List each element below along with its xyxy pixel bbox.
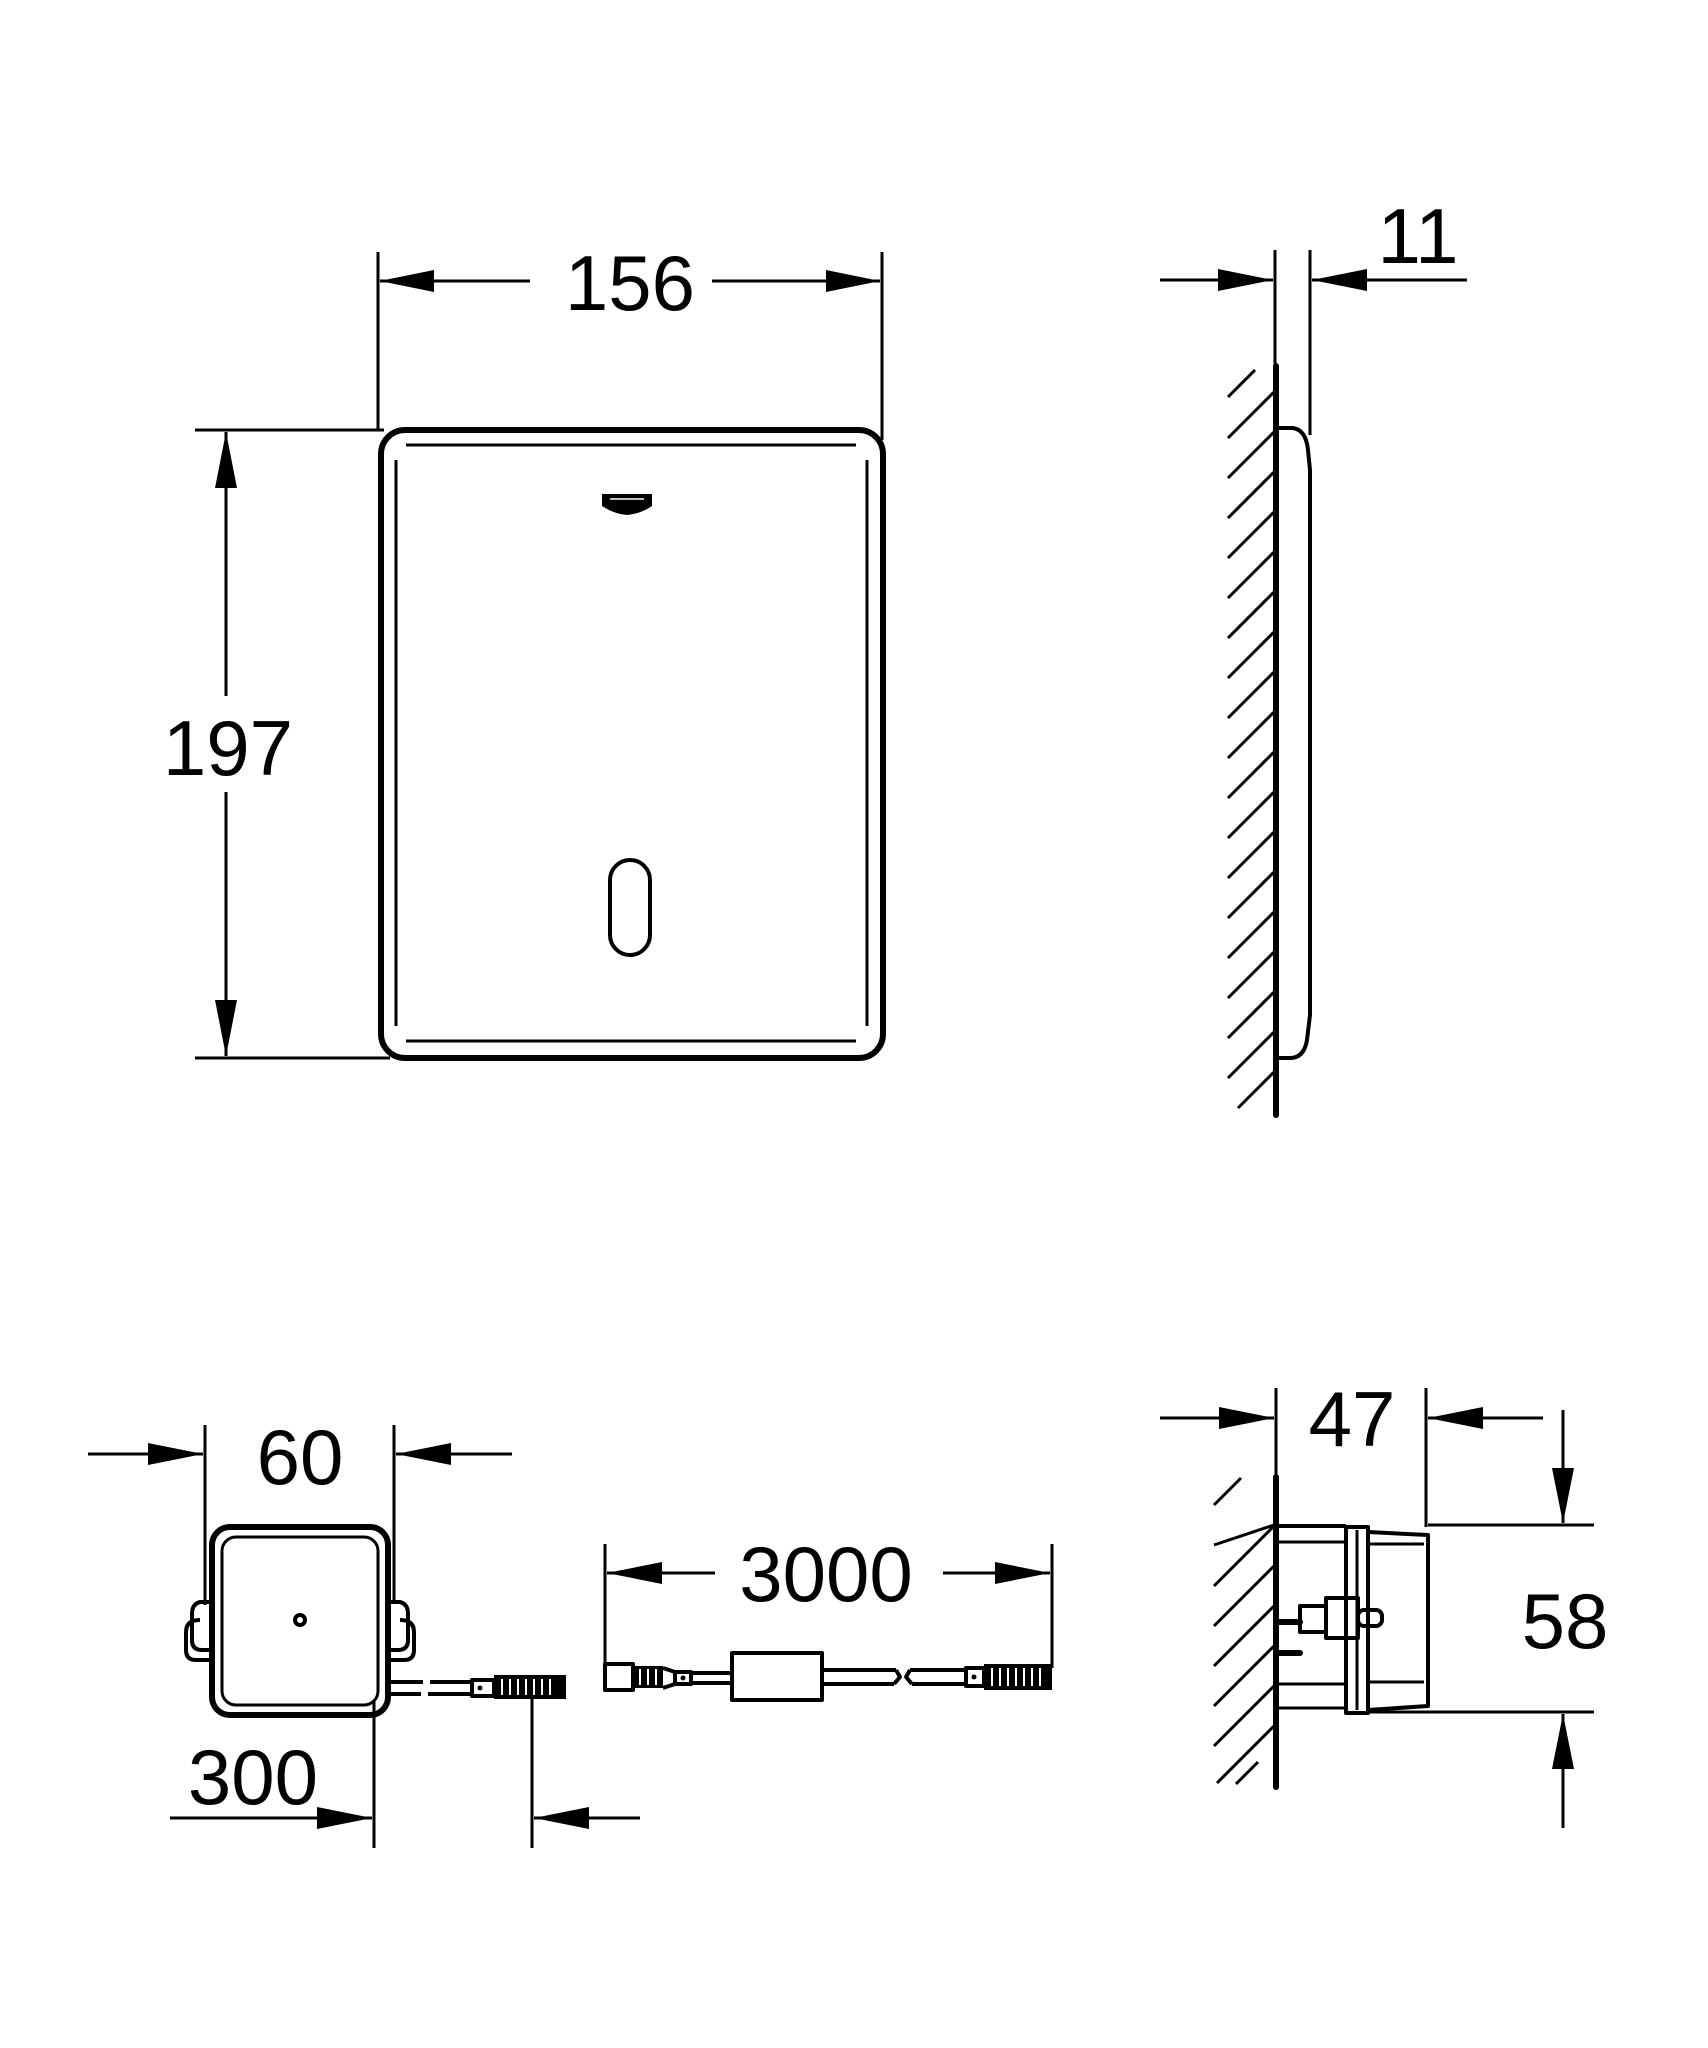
arrow-right-icon [317, 1807, 372, 1829]
dimension-depth-11: 11 [1160, 192, 1467, 435]
cable-plug-right [964, 1664, 1052, 1690]
sensor-window-icon [608, 858, 652, 957]
dimension-label-60: 60 [257, 1413, 344, 1501]
plate-outline [378, 427, 886, 1061]
dimension-label-58: 58 [1522, 1577, 1609, 1665]
cable-plug-left [603, 1662, 693, 1692]
module-indicator-dot [293, 1613, 307, 1627]
arrow-down-icon [1552, 1468, 1574, 1523]
module-profile [1275, 1524, 1430, 1715]
dimension-label-300: 300 [188, 1733, 318, 1821]
module-side-view: 47 [1160, 1375, 1608, 1828]
arrow-left-icon [534, 1807, 589, 1829]
arrow-up-icon [1552, 1714, 1574, 1769]
dimension-length-3000: 3000 [603, 1530, 1054, 1668]
arrow-right-icon [1218, 269, 1273, 291]
brand-logo-icon [602, 494, 652, 515]
dimension-height-58: 58 [1368, 1410, 1608, 1828]
mount-clip-left [184, 1600, 212, 1662]
dimension-length-300: 300 [170, 1698, 640, 1848]
arrow-left-icon [1312, 269, 1367, 291]
arrow-right-icon [995, 1562, 1050, 1584]
wall-hatching [1226, 368, 1276, 1110]
arrow-right-icon [148, 1443, 203, 1465]
inline-box [730, 1651, 824, 1702]
extension-cable-view: 3000 [603, 1530, 1054, 1702]
dimension-label-156: 156 [565, 239, 695, 327]
dimension-depth-47: 47 [1160, 1375, 1543, 1527]
arrow-left-icon [1428, 1407, 1483, 1429]
module-body [209, 1524, 391, 1718]
mount-clip-right [388, 1600, 416, 1662]
dimension-width-156: 156 [376, 239, 884, 440]
dimension-label-47: 47 [1309, 1375, 1396, 1463]
control-module-view: 60 [88, 1413, 640, 1848]
dimension-label-197: 197 [163, 704, 293, 792]
front-plate-view: 156 197 [163, 239, 886, 1061]
arrow-down-icon [215, 1000, 237, 1056]
dimension-label-3000: 3000 [739, 1530, 913, 1618]
arrow-left-icon [607, 1562, 662, 1584]
cable-break-icon [892, 1669, 902, 1686]
dimension-height-197: 197 [163, 428, 390, 1060]
arrow-left-icon [396, 1443, 451, 1465]
arrow-up-icon [215, 432, 237, 488]
side-plate-view: 11 [1160, 192, 1467, 1118]
dimension-label-11: 11 [1378, 192, 1459, 280]
module-cable [390, 1675, 566, 1699]
plate-profile [1277, 426, 1312, 1060]
arrow-right-icon [826, 270, 880, 292]
wall-hatching [1212, 1476, 1276, 1786]
arrow-left-icon [380, 270, 434, 292]
arrow-right-icon [1219, 1407, 1274, 1429]
dimension-width-60: 60 [88, 1413, 512, 1605]
